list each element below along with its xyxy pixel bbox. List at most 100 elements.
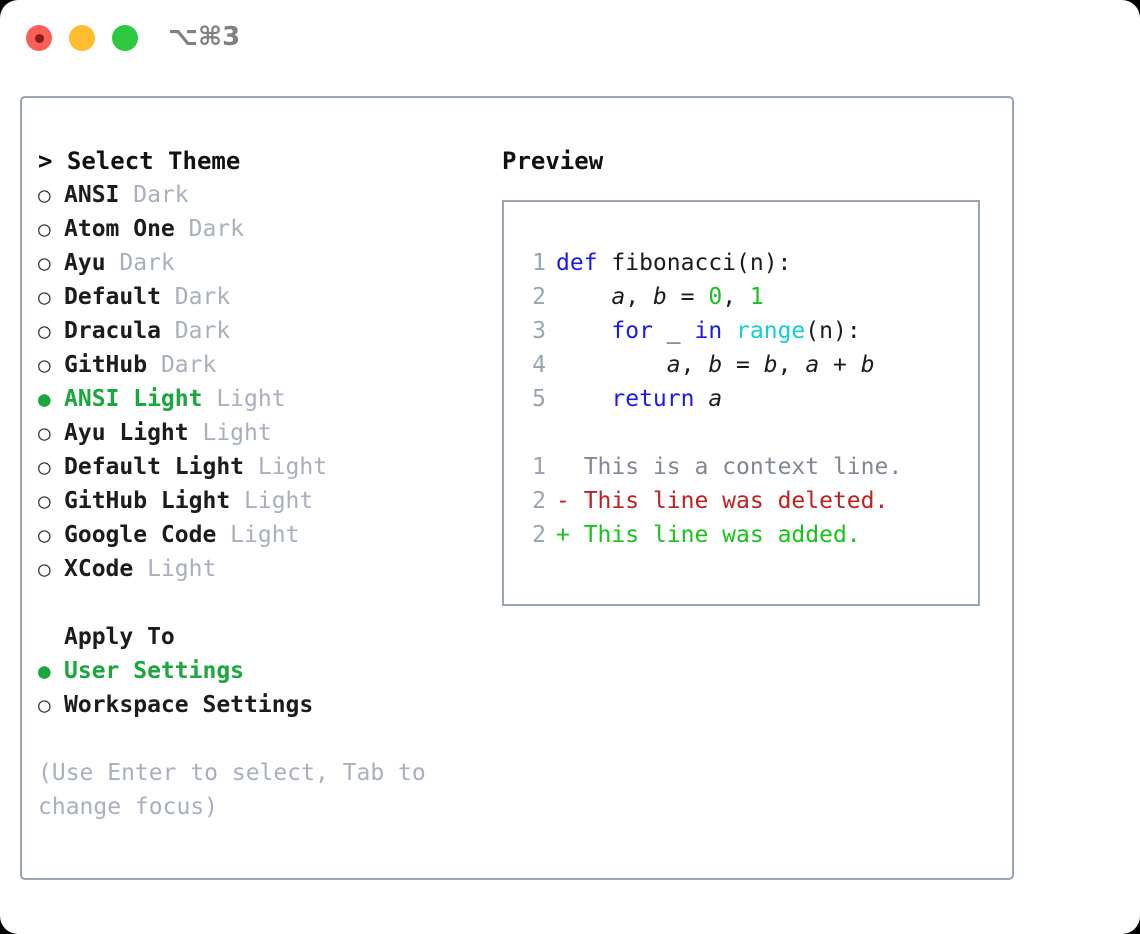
apply-to-option-user-settings[interactable]: ● User Settings [38, 654, 478, 688]
theme-option-label: Google Code [64, 522, 217, 548]
maximize-button-icon[interactable] [112, 25, 138, 51]
code-token-fn: fibonacci [611, 250, 737, 276]
theme-option-label: GitHub Light [64, 488, 231, 514]
theme-option-label: Ayu [64, 250, 106, 276]
apply-to-option-label: User Settings [64, 658, 245, 684]
theme-option-variant: Light [133, 556, 217, 582]
theme-option-list: ○ANSI Dark○Atom One Dark○Ayu Dark○Defaul… [38, 178, 478, 586]
theme-option-ayu-light[interactable]: ○Ayu Light Light [38, 416, 478, 450]
diff-text: This line was added. [569, 522, 861, 548]
theme-option-variant: Dark [119, 182, 189, 208]
radio-unselected-icon: ○ [38, 183, 51, 207]
diff-sign: - [556, 488, 570, 514]
radio-unselected-icon: ○ [38, 217, 51, 241]
theme-picker-column: > Select Theme ○ANSI Dark○Atom One Dark○… [38, 144, 478, 824]
main-panel: > Select Theme ○ANSI Dark○Atom One Dark○… [20, 96, 1014, 880]
line-number: 2 [532, 522, 546, 548]
code-token-kw: in [694, 318, 723, 344]
apply-to-option-list: ● User Settings ○Workspace Settings [38, 654, 478, 722]
minimize-button-icon[interactable] [69, 25, 95, 51]
code-token-var: b [763, 352, 778, 378]
keyboard-hint-text: (Use Enter to select, Tab to change focu… [38, 760, 426, 820]
code-token-var: a [611, 284, 626, 310]
theme-option-xcode[interactable]: ○XCode Light [38, 552, 478, 586]
code-line: 5 return a [518, 382, 978, 416]
line-number: 3 [532, 318, 546, 344]
line-number: 5 [532, 386, 546, 412]
radio-unselected-icon: ○ [38, 455, 51, 479]
code-token-var: b [708, 352, 723, 378]
code-token-punct: , [680, 352, 709, 378]
title-bar: ⌥⌘3 [0, 0, 1140, 78]
apply-to-heading: Apply To [64, 624, 175, 650]
diff-sign: + [556, 522, 570, 548]
theme-option-label: ANSI Light [64, 386, 203, 412]
code-token-plain [556, 318, 611, 344]
theme-option-ansi[interactable]: ○ ANSI Dark [38, 178, 478, 212]
diff-line-content: + This line was added. [546, 522, 861, 548]
theme-option-label: Atom One [64, 216, 175, 242]
theme-option-label: Default [64, 284, 161, 310]
code-token-var: a [666, 352, 681, 378]
code-line-content: def fibonacci(n): [546, 250, 791, 276]
radio-unselected-icon: ○ [38, 251, 51, 275]
spacer [38, 586, 478, 620]
code-line-content: a, b = 0, 1 [546, 284, 763, 310]
code-token-plain [694, 386, 708, 412]
theme-option-variant: Dark [160, 318, 231, 344]
radio-unselected-icon: ○ [38, 319, 51, 343]
code-token-kw: for [611, 318, 653, 344]
apply-to-option-workspace-settings[interactable]: ○Workspace Settings [38, 688, 478, 722]
theme-option-variant: Dark [147, 352, 217, 378]
theme-option-atom-one[interactable]: ○ Atom One Dark [38, 212, 478, 246]
code-token-kw: def [556, 250, 612, 276]
theme-option-label: Dracula [64, 318, 161, 344]
theme-option-label: ANSI [64, 182, 120, 208]
theme-option-label: Default Light [64, 454, 245, 480]
diff-text: This line was deleted. [569, 488, 889, 514]
theme-option-ayu[interactable]: ○Ayu Dark [38, 246, 478, 280]
code-token-punct: + [819, 352, 861, 378]
code-line: 4 a, b = b, a + b [518, 348, 978, 382]
line-number: 2 [532, 284, 546, 310]
diff-line-del: 2- This line was deleted. [518, 484, 978, 518]
code-token-var: a [805, 352, 820, 378]
code-token-punct: _ [652, 318, 695, 344]
radio-unselected-icon: ○ [38, 421, 51, 445]
code-token-punct: , [777, 352, 806, 378]
theme-option-default[interactable]: ○Default Dark [38, 280, 478, 314]
diff-line-content: This is a context line. [546, 454, 903, 480]
code-token-punct: = [722, 352, 764, 378]
radio-unselected-icon: ○ [38, 693, 51, 717]
theme-option-default-light[interactable]: ○Default Light Light [38, 450, 478, 484]
theme-option-label: Ayu Light [64, 420, 189, 446]
code-token-builtin: range [736, 318, 806, 344]
theme-option-dracula[interactable]: ○ Dracula Dark [38, 314, 478, 348]
code-token-num: 0 [708, 284, 723, 310]
code-token-punct: (n): [736, 250, 792, 276]
theme-option-github-light[interactable]: ○GitHub Light Light [38, 484, 478, 518]
line-number: 1 [532, 454, 546, 480]
preview-heading: Preview [502, 147, 604, 175]
theme-option-variant: Light [216, 522, 300, 548]
radio-unselected-icon: ○ [38, 489, 51, 513]
diff-line-add: 2+ This line was added. [518, 518, 978, 552]
code-token-plain [556, 386, 611, 412]
theme-option-label: GitHub [64, 352, 148, 378]
code-token-punct: , [722, 284, 750, 310]
line-number: 1 [532, 250, 546, 276]
theme-option-google-code[interactable]: ○Google Code Light [38, 518, 478, 552]
theme-option-ansi-light[interactable]: ●ANSI Light Light [38, 382, 478, 416]
code-token-plain [556, 284, 611, 310]
radio-unselected-icon: ○ [38, 557, 51, 581]
radio-selected-icon: ● [38, 659, 51, 683]
code-token-plain [556, 352, 667, 378]
diff-line-ctx: 1 This is a context line. [518, 450, 978, 484]
code-line: 3 for _ in range(n): [518, 314, 978, 348]
close-button-icon[interactable] [26, 25, 52, 51]
theme-option-github[interactable]: ○GitHub Dark [38, 348, 478, 382]
theme-option-variant: Dark [174, 216, 245, 242]
